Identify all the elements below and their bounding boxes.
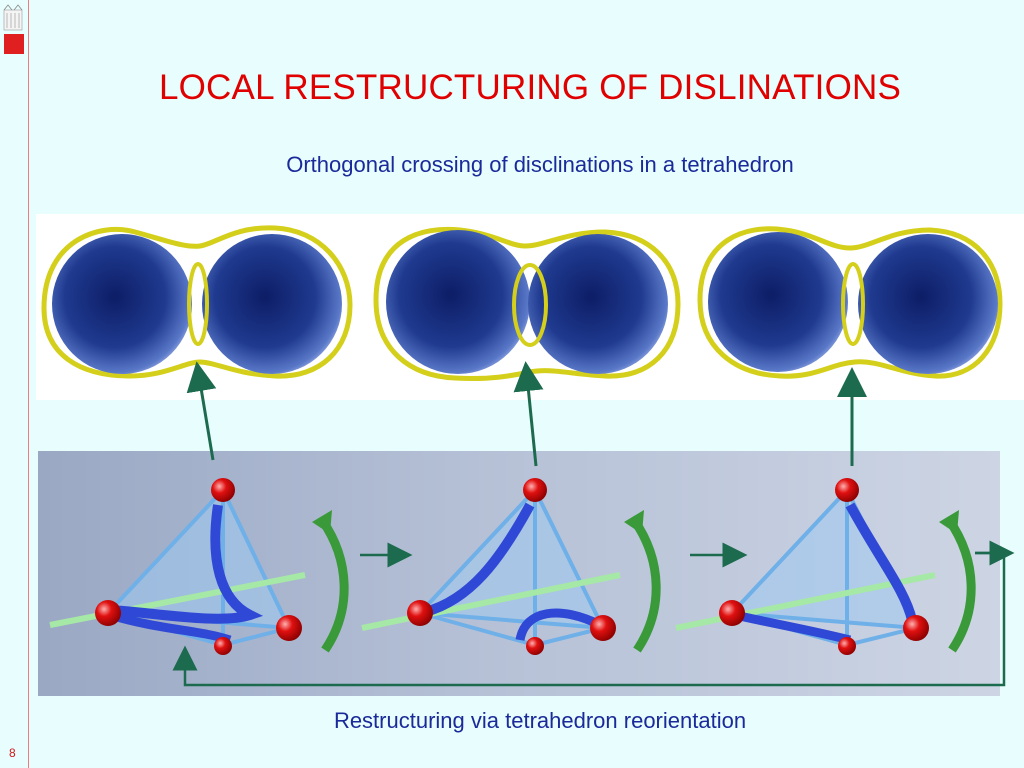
left-margin-rule (28, 0, 29, 768)
slide-subtitle: Orthogonal crossing of disclinations in … (286, 152, 794, 177)
figure-caption: Restructuring via tetrahedron reorientat… (333, 708, 747, 733)
rotation-arrow-1 (318, 517, 349, 653)
arrow-to-pair-1 (186, 361, 217, 461)
university-logo-icon (3, 4, 24, 54)
page-number: 8 (9, 746, 16, 760)
tetrahedron-1 (49, 478, 306, 655)
rotation-arrow-2 (630, 517, 661, 653)
tetrahedron-2 (361, 478, 621, 655)
slide-title: LOCAL RESTRUCTURING OF DISLINATIONS (158, 68, 902, 107)
sphere-pair-2 (373, 226, 681, 382)
sphere-pair-3 (697, 226, 1003, 379)
sphere-pair-1 (41, 225, 353, 379)
tetrahedron-3 (675, 478, 936, 655)
arrow-to-pair-2 (513, 361, 544, 467)
rotation-arrow-3 (945, 517, 976, 653)
